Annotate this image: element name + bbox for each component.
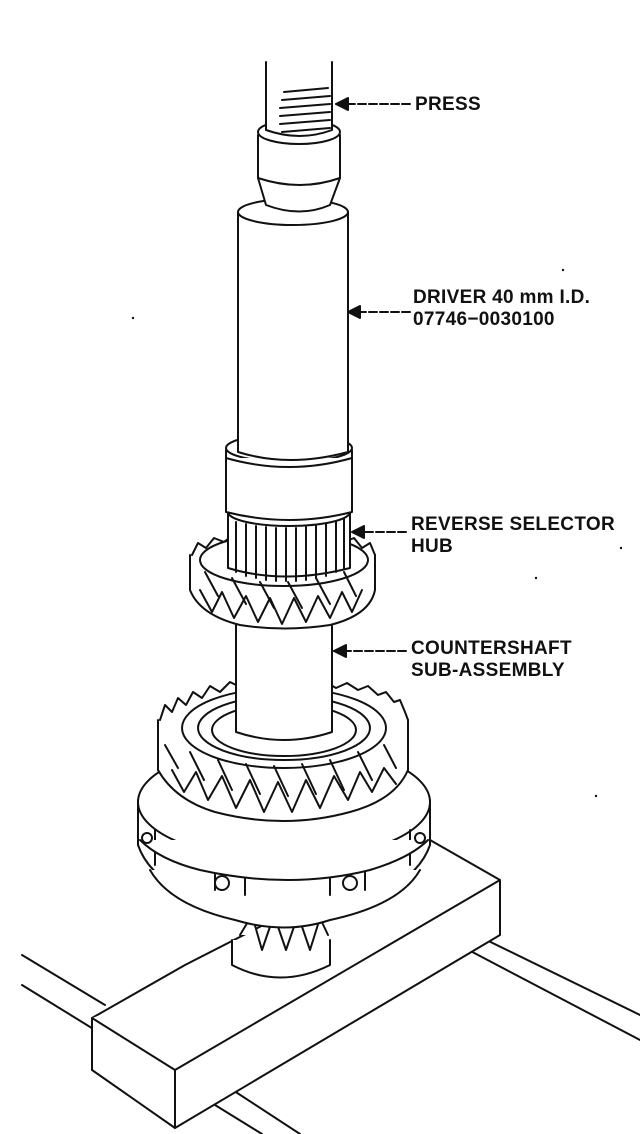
callout-driver-line-1: DRIVER 40 mm I.D. (413, 287, 591, 308)
hub-arrowhead (351, 525, 365, 539)
callout-hub-line-2: HUB (411, 536, 454, 557)
leader-lines (333, 97, 411, 658)
callout-press: PRESS (415, 94, 481, 116)
driver-tube (237, 198, 349, 461)
callout-countershaft-sub-assembly: COUNTERSHAFT SUB-ASSEMBLY (411, 638, 572, 682)
countershaft-arrowhead (333, 644, 347, 658)
press-arrowhead (335, 97, 349, 111)
callout-reverse-selector-hub: REVERSE SELECTOR HUB (411, 514, 615, 558)
callout-countershaft-line-2: SUB-ASSEMBLY (411, 660, 565, 681)
callout-countershaft-line-1: COUNTERSHAFT (411, 638, 572, 659)
pinion-gear (231, 914, 331, 979)
countershaft (235, 617, 333, 741)
callout-driver: DRIVER 40 mm I.D. 07746−0030100 (413, 287, 590, 331)
scan-specks (131, 268, 623, 798)
callout-driver-line-2: 07746−0030100 (413, 309, 555, 330)
callout-hub-line-1: REVERSE SELECTOR (411, 514, 615, 535)
driver-arrowhead (347, 305, 361, 319)
press-ram (265, 61, 333, 137)
callout-press-line-1: PRESS (415, 94, 481, 115)
